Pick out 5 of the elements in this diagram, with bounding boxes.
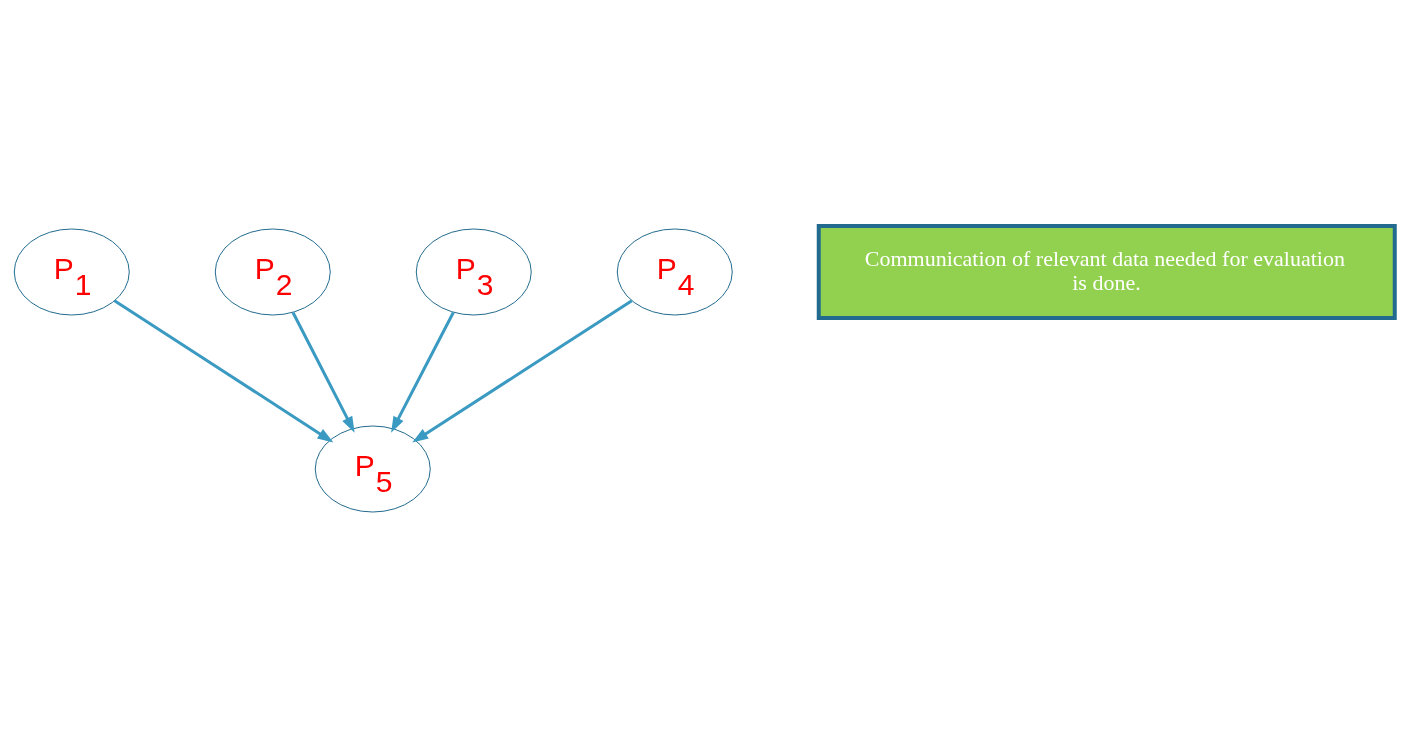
arrow <box>391 311 455 433</box>
arrow <box>113 299 334 443</box>
arrow <box>291 311 355 433</box>
node-box: Communication of relevant data needed for evaluation is done. <box>816 224 1397 320</box>
arrow <box>412 299 633 443</box>
